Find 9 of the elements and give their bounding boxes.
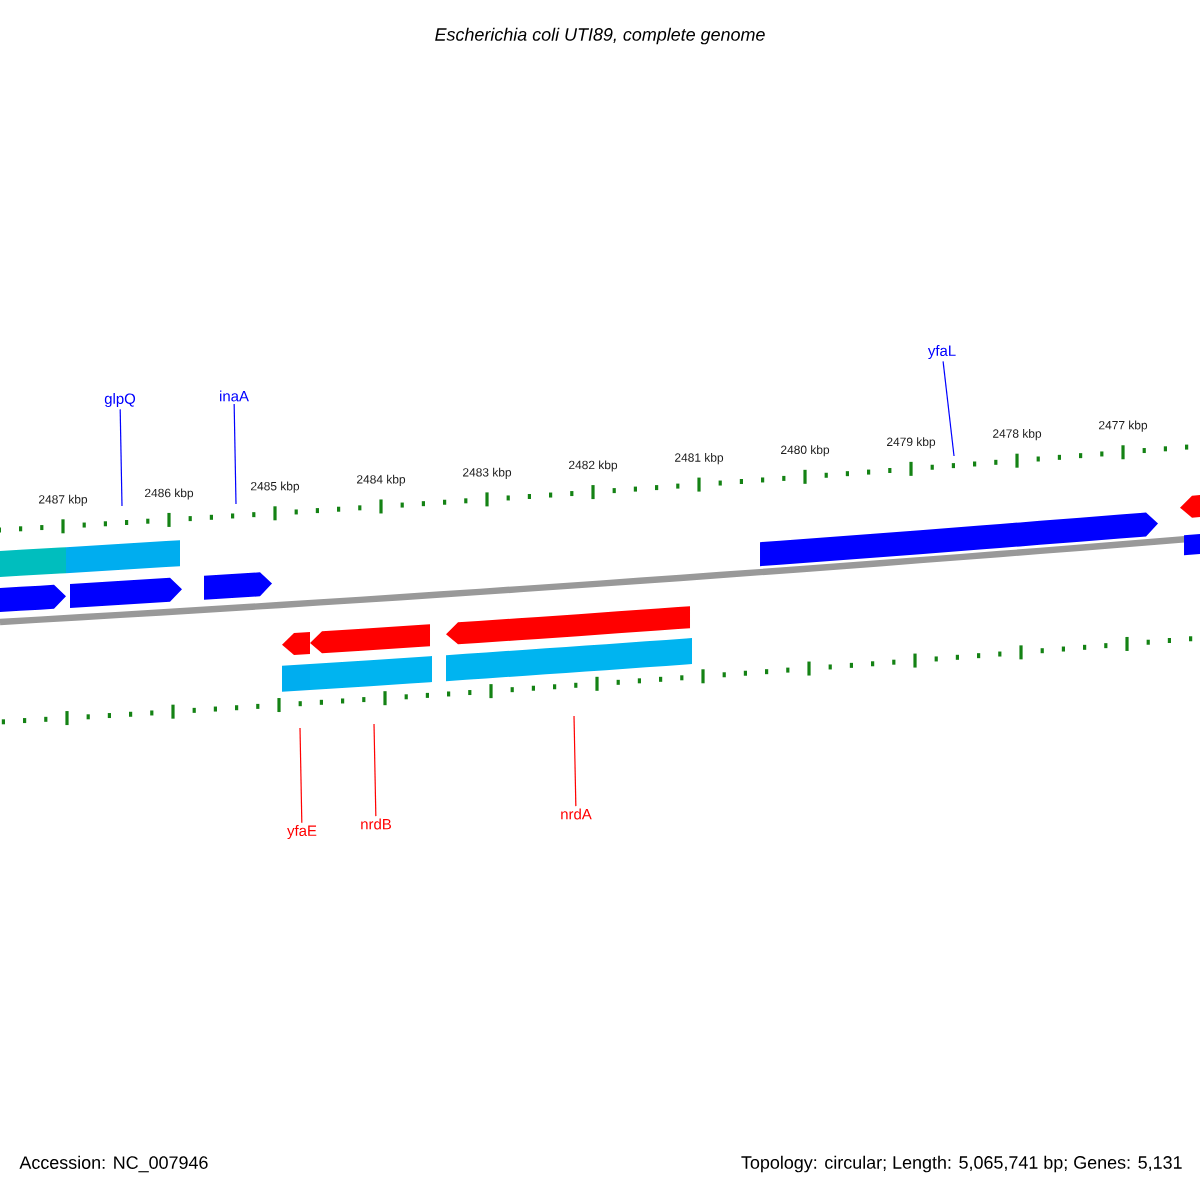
title: Escherichia coli UTI89, complete genome	[435, 27, 765, 45]
leader-line	[233, 403, 237, 505]
leader-line	[942, 360, 955, 457]
leader-line	[299, 727, 303, 824]
accession-text: Accession: NC_007946	[19, 1155, 208, 1173]
leader-line	[573, 715, 577, 807]
genome-summary: Topology: circular; Length: 5,065,741 bp; Genes: 5,131	[741, 1155, 1182, 1173]
leader-line	[119, 408, 123, 507]
leader-line	[373, 723, 377, 817]
